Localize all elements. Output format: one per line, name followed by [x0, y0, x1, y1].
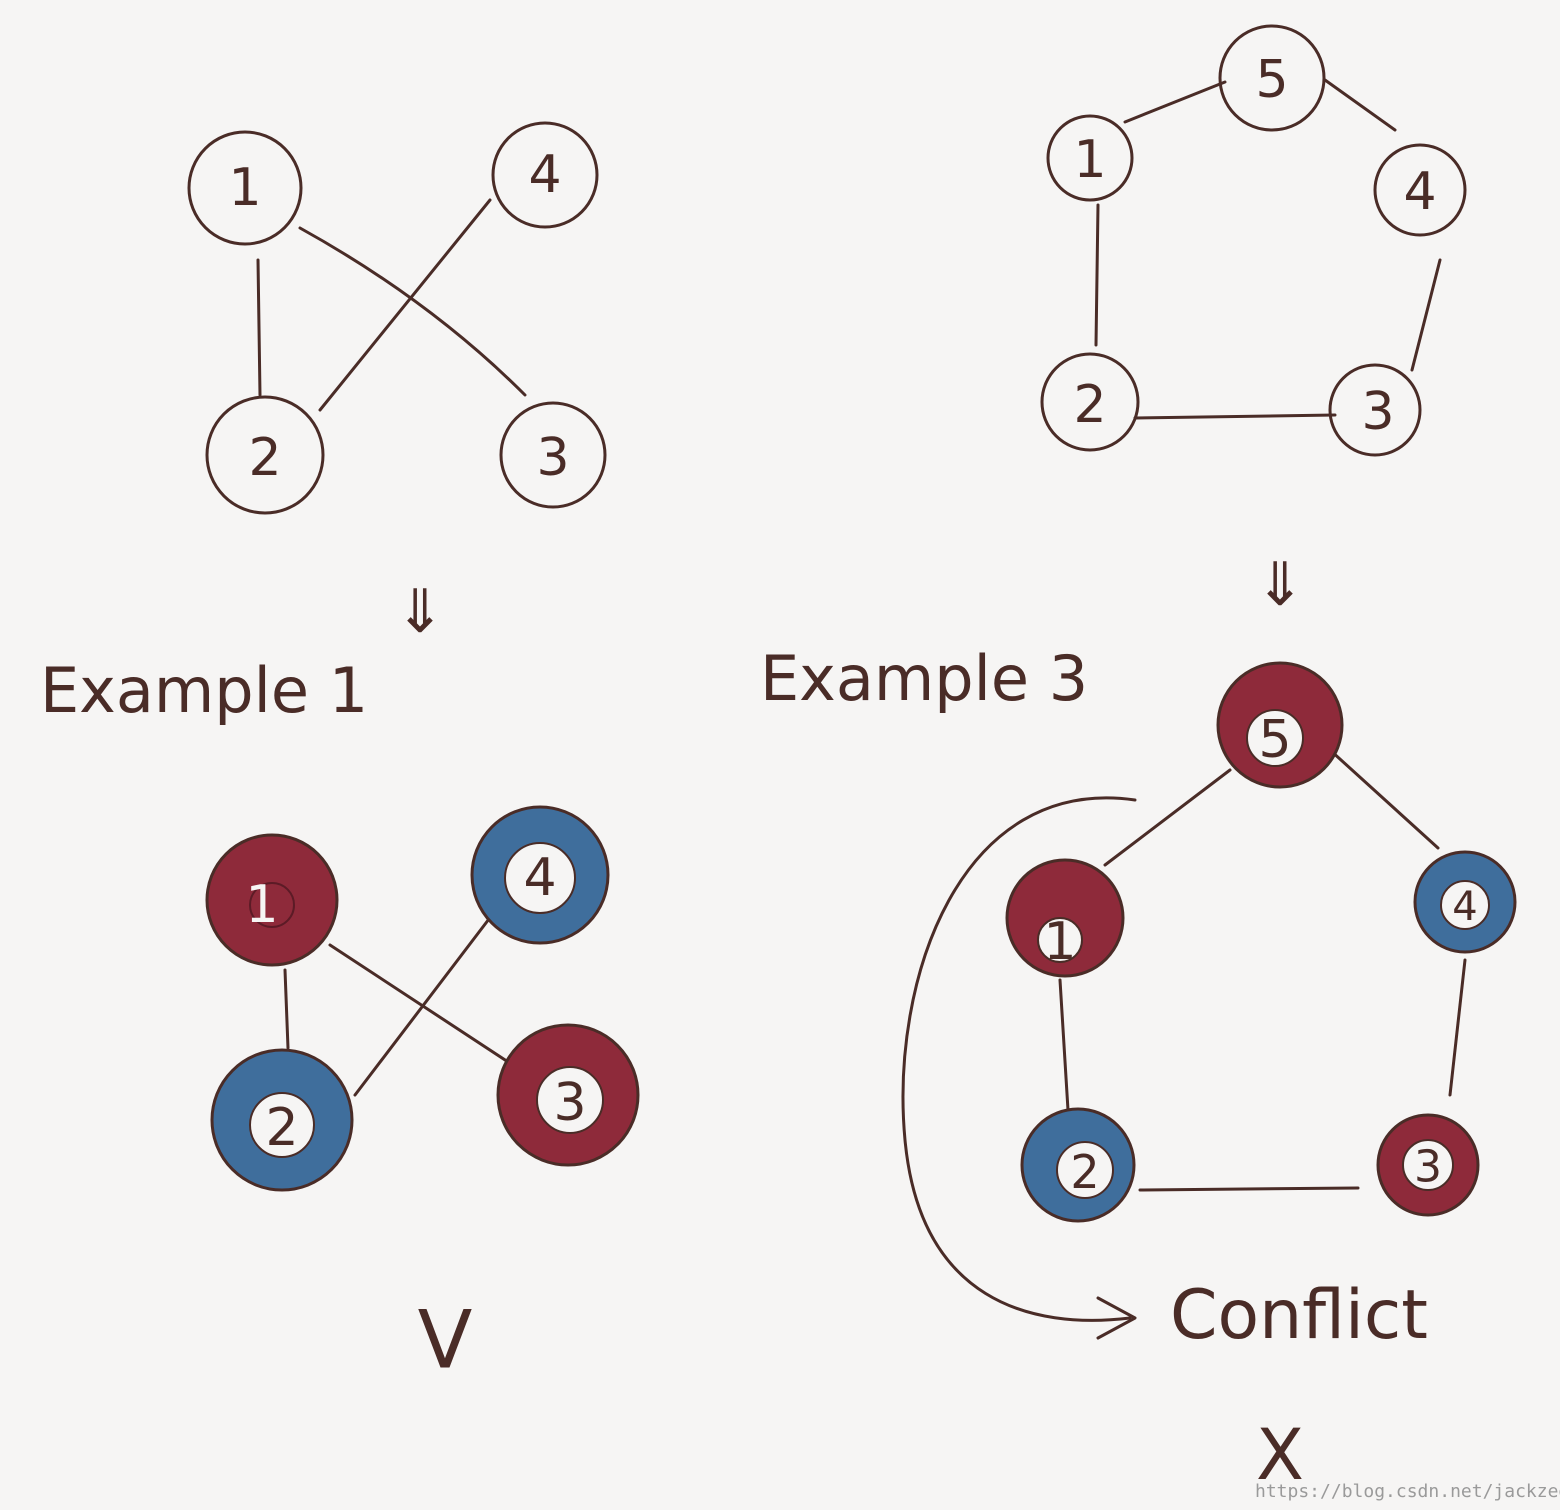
example1-colored-graph: 1 4 2 3 [205, 805, 640, 1192]
invalid-cross-mark: X [1256, 1414, 1304, 1496]
node-4-inner [504, 842, 576, 914]
node-label: 1 [228, 158, 261, 218]
edge-5-1 [1103, 768, 1232, 867]
node-5 [1218, 24, 1326, 132]
example3-original-graph: 5 1 4 2 3 [1040, 24, 1467, 457]
node-label: 2 [265, 1098, 298, 1158]
edge-2-4 [318, 198, 492, 412]
node-label: 2 [1070, 1145, 1099, 1199]
example3-original-nodes [1040, 24, 1467, 457]
edge-5-4 [1328, 748, 1440, 850]
down-arrow-icon: ⇓ [395, 577, 445, 647]
edge-1-2 [1058, 978, 1070, 1112]
edge-2-3 [1133, 413, 1337, 420]
node-label: 3 [1414, 1142, 1442, 1193]
valid-check-mark: V [418, 1294, 473, 1387]
node-label: 2 [1073, 375, 1106, 435]
example1-original-labels: 1 4 2 3 [228, 145, 569, 488]
example1-original-edges [256, 198, 527, 412]
node-1 [187, 130, 303, 246]
conflict-arrow [901, 796, 1137, 1322]
edge-5-1 [1123, 80, 1227, 124]
edge-2-3 [1138, 1186, 1360, 1192]
node-label: 4 [523, 848, 556, 908]
conflict-arrow-head [1096, 1296, 1137, 1340]
edge-4-3 [1448, 958, 1467, 1097]
node-label: 3 [1361, 382, 1394, 442]
node-1 [205, 833, 339, 967]
node-label: 3 [553, 1073, 586, 1133]
edge-5-4 [1323, 78, 1397, 132]
example3-colored-graph: 5 1 4 2 3 [901, 661, 1517, 1340]
example1-colored-nodes [205, 805, 640, 1192]
example3-original-labels: 5 1 4 2 3 [1073, 50, 1436, 442]
example1-original-nodes [187, 121, 607, 515]
node-2 [1040, 352, 1140, 452]
node-4-inner [1440, 880, 1490, 930]
edge-1-2 [1094, 203, 1100, 347]
node-label: 4 [1403, 162, 1436, 222]
example1-colored-edges [283, 913, 530, 1097]
edge-2-4 [353, 913, 494, 1097]
node-1 [1046, 114, 1134, 202]
node-3 [499, 401, 607, 509]
edge-1-2 [256, 258, 262, 397]
node-2-inner [249, 1092, 315, 1158]
example1-caption: Example 1 [40, 654, 368, 727]
node-label: 1 [1043, 912, 1076, 972]
example3-original-edges [1094, 78, 1442, 420]
node-3-inner [536, 1066, 604, 1134]
example3-colored-labels: 5 1 4 2 3 [1043, 710, 1477, 1199]
node-1-inner [1037, 917, 1083, 963]
node-2-inner [1056, 1141, 1114, 1199]
edge-1-3 [298, 226, 527, 397]
node-label: 3 [536, 428, 569, 488]
node-label: 4 [528, 145, 561, 205]
node-3-inner [1402, 1139, 1454, 1191]
node-label: 5 [1255, 50, 1288, 110]
conflict-annotation: Conflict [1170, 1276, 1428, 1355]
edge-1-3 [328, 943, 530, 1077]
node-3 [1328, 363, 1422, 457]
node-label: 1 [1073, 130, 1106, 190]
example1-original-graph: 1 4 2 3 [187, 121, 607, 515]
node-label: 1 [245, 875, 278, 935]
example1-colored-labels: 1 4 2 3 [245, 848, 586, 1158]
down-arrow-icon: ⇓ [1255, 550, 1305, 620]
node-2 [205, 395, 325, 515]
node-label: 5 [1258, 710, 1291, 770]
node-1-inner [249, 882, 295, 928]
node-label: 4 [1452, 884, 1477, 930]
example3-colored-nodes [1005, 661, 1517, 1223]
edge-1-2 [283, 968, 290, 1050]
node-5-inner [1246, 709, 1304, 767]
node-4 [1373, 143, 1467, 237]
watermark: https://blog.csdn.net/jackzee [1255, 1481, 1560, 1502]
node-label: 2 [248, 428, 281, 488]
node-4 [491, 121, 599, 229]
edge-4-3 [1410, 258, 1442, 372]
example3-colored-edges [1058, 748, 1467, 1192]
example3-caption: Example 3 [760, 642, 1088, 715]
